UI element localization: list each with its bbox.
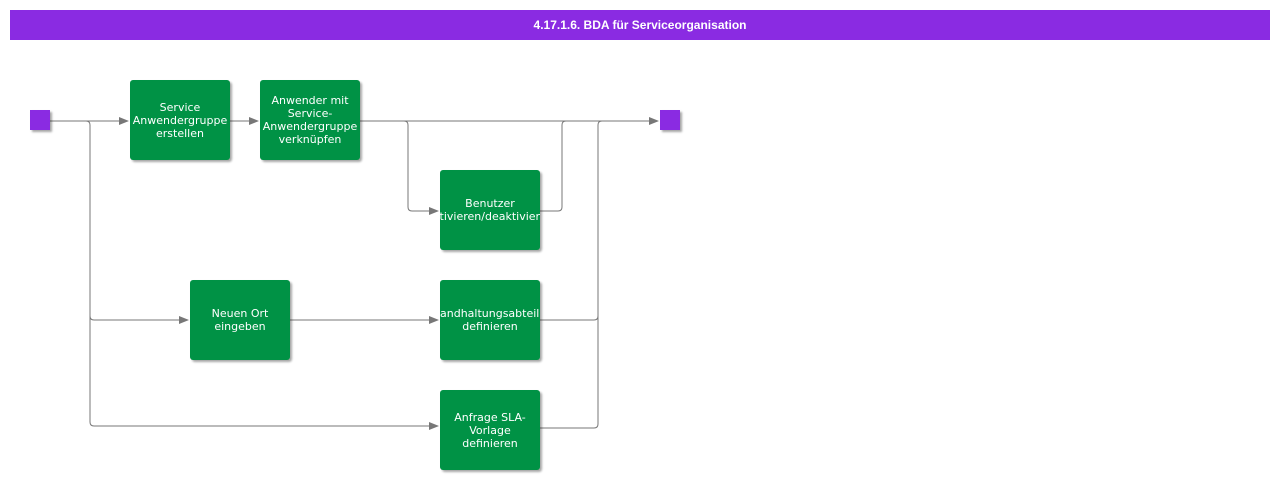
- diagram-title: 4.17.1.6. BDA für Serviceorganisation: [10, 10, 1270, 40]
- connector-branch-to-activate-users: [403, 120, 439, 215]
- connector-sla-to-join: [540, 120, 603, 429]
- task-activate-users-label: Benutzer aktivieren/deaktivieren: [440, 197, 540, 223]
- task-maintenance-department[interactable]: Instandhaltungsabteilung definieren: [440, 280, 540, 360]
- task-link-users-service-group[interactable]: Anwender mit Service- Anwendergruppe ver…: [260, 80, 360, 160]
- connector-trunk-to-new-location: [89, 315, 189, 324]
- end-event: [660, 110, 680, 130]
- task-link-users-service-group-label: Anwender mit Service- Anwendergruppe ver…: [262, 94, 358, 146]
- task-service-group-create[interactable]: Service Anwendergruppe erstellen: [130, 80, 230, 160]
- start-event: [30, 110, 50, 130]
- task-sla-template-label: Anfrage SLA- Vorlage definieren: [454, 410, 526, 450]
- connector-start-trunk: [85, 120, 439, 430]
- task-new-location[interactable]: Neuen Ort eingeben: [190, 280, 290, 360]
- task-service-group-create-label: Service Anwendergruppe erstellen: [132, 100, 228, 140]
- task-new-location-label: Neuen Ort eingeben: [211, 307, 269, 333]
- task-sla-template[interactable]: Anfrage SLA- Vorlage definieren: [440, 390, 540, 470]
- task-activate-users[interactable]: Benutzer aktivieren/deaktivieren: [440, 170, 540, 250]
- connector-maintenance-to-join: [540, 315, 599, 321]
- task-maintenance-department-label: Instandhaltungsabteilung definieren: [440, 307, 540, 333]
- connector-activate-users-to-end: [540, 120, 567, 212]
